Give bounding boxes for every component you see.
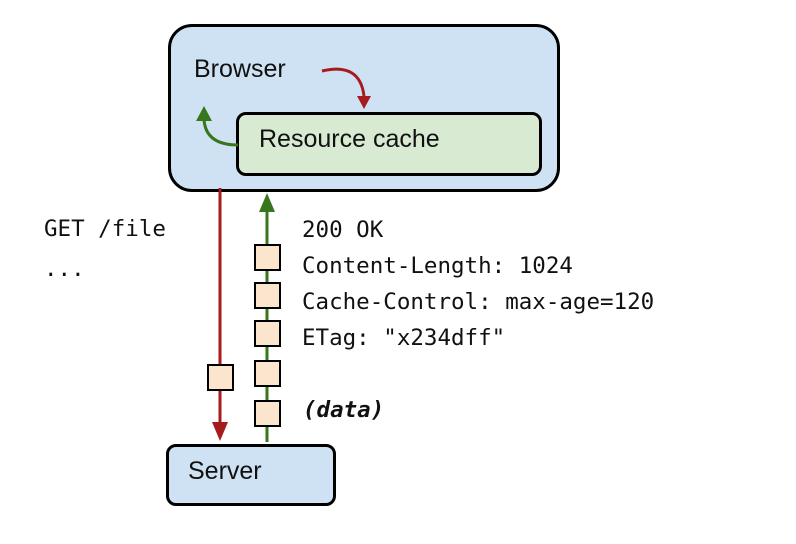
response-packet [254, 320, 281, 347]
response-packet [254, 244, 281, 271]
response-status: 200 OK [302, 217, 384, 243]
cache-return-arrow [202, 119, 239, 147]
cache-return-arrowhead [196, 106, 212, 121]
response-header-content-length: Content-Length: 1024 [302, 253, 573, 279]
request-packet [207, 364, 234, 391]
resource-cache-box [236, 112, 542, 176]
request-line: GET /file [44, 216, 166, 242]
response-packet [254, 400, 281, 427]
resource-cache-label: Resource cache [259, 125, 440, 153]
response-data-label: (data) [303, 397, 385, 423]
response-arrowhead [259, 193, 275, 212]
cache-lookup-arrowhead [357, 96, 371, 109]
request-ellipsis: ... [44, 256, 85, 282]
response-packet [254, 282, 281, 309]
browser-label: Browser [194, 55, 286, 83]
response-header-cache-control: Cache-Control: max-age=120 [302, 289, 655, 315]
server-label: Server [188, 457, 262, 485]
response-header-etag: ETag: "x234dff" [302, 325, 506, 351]
cache-lookup-arrow [321, 67, 366, 97]
server-box [166, 444, 336, 506]
response-packet [254, 360, 281, 387]
request-arrowhead [212, 422, 228, 441]
